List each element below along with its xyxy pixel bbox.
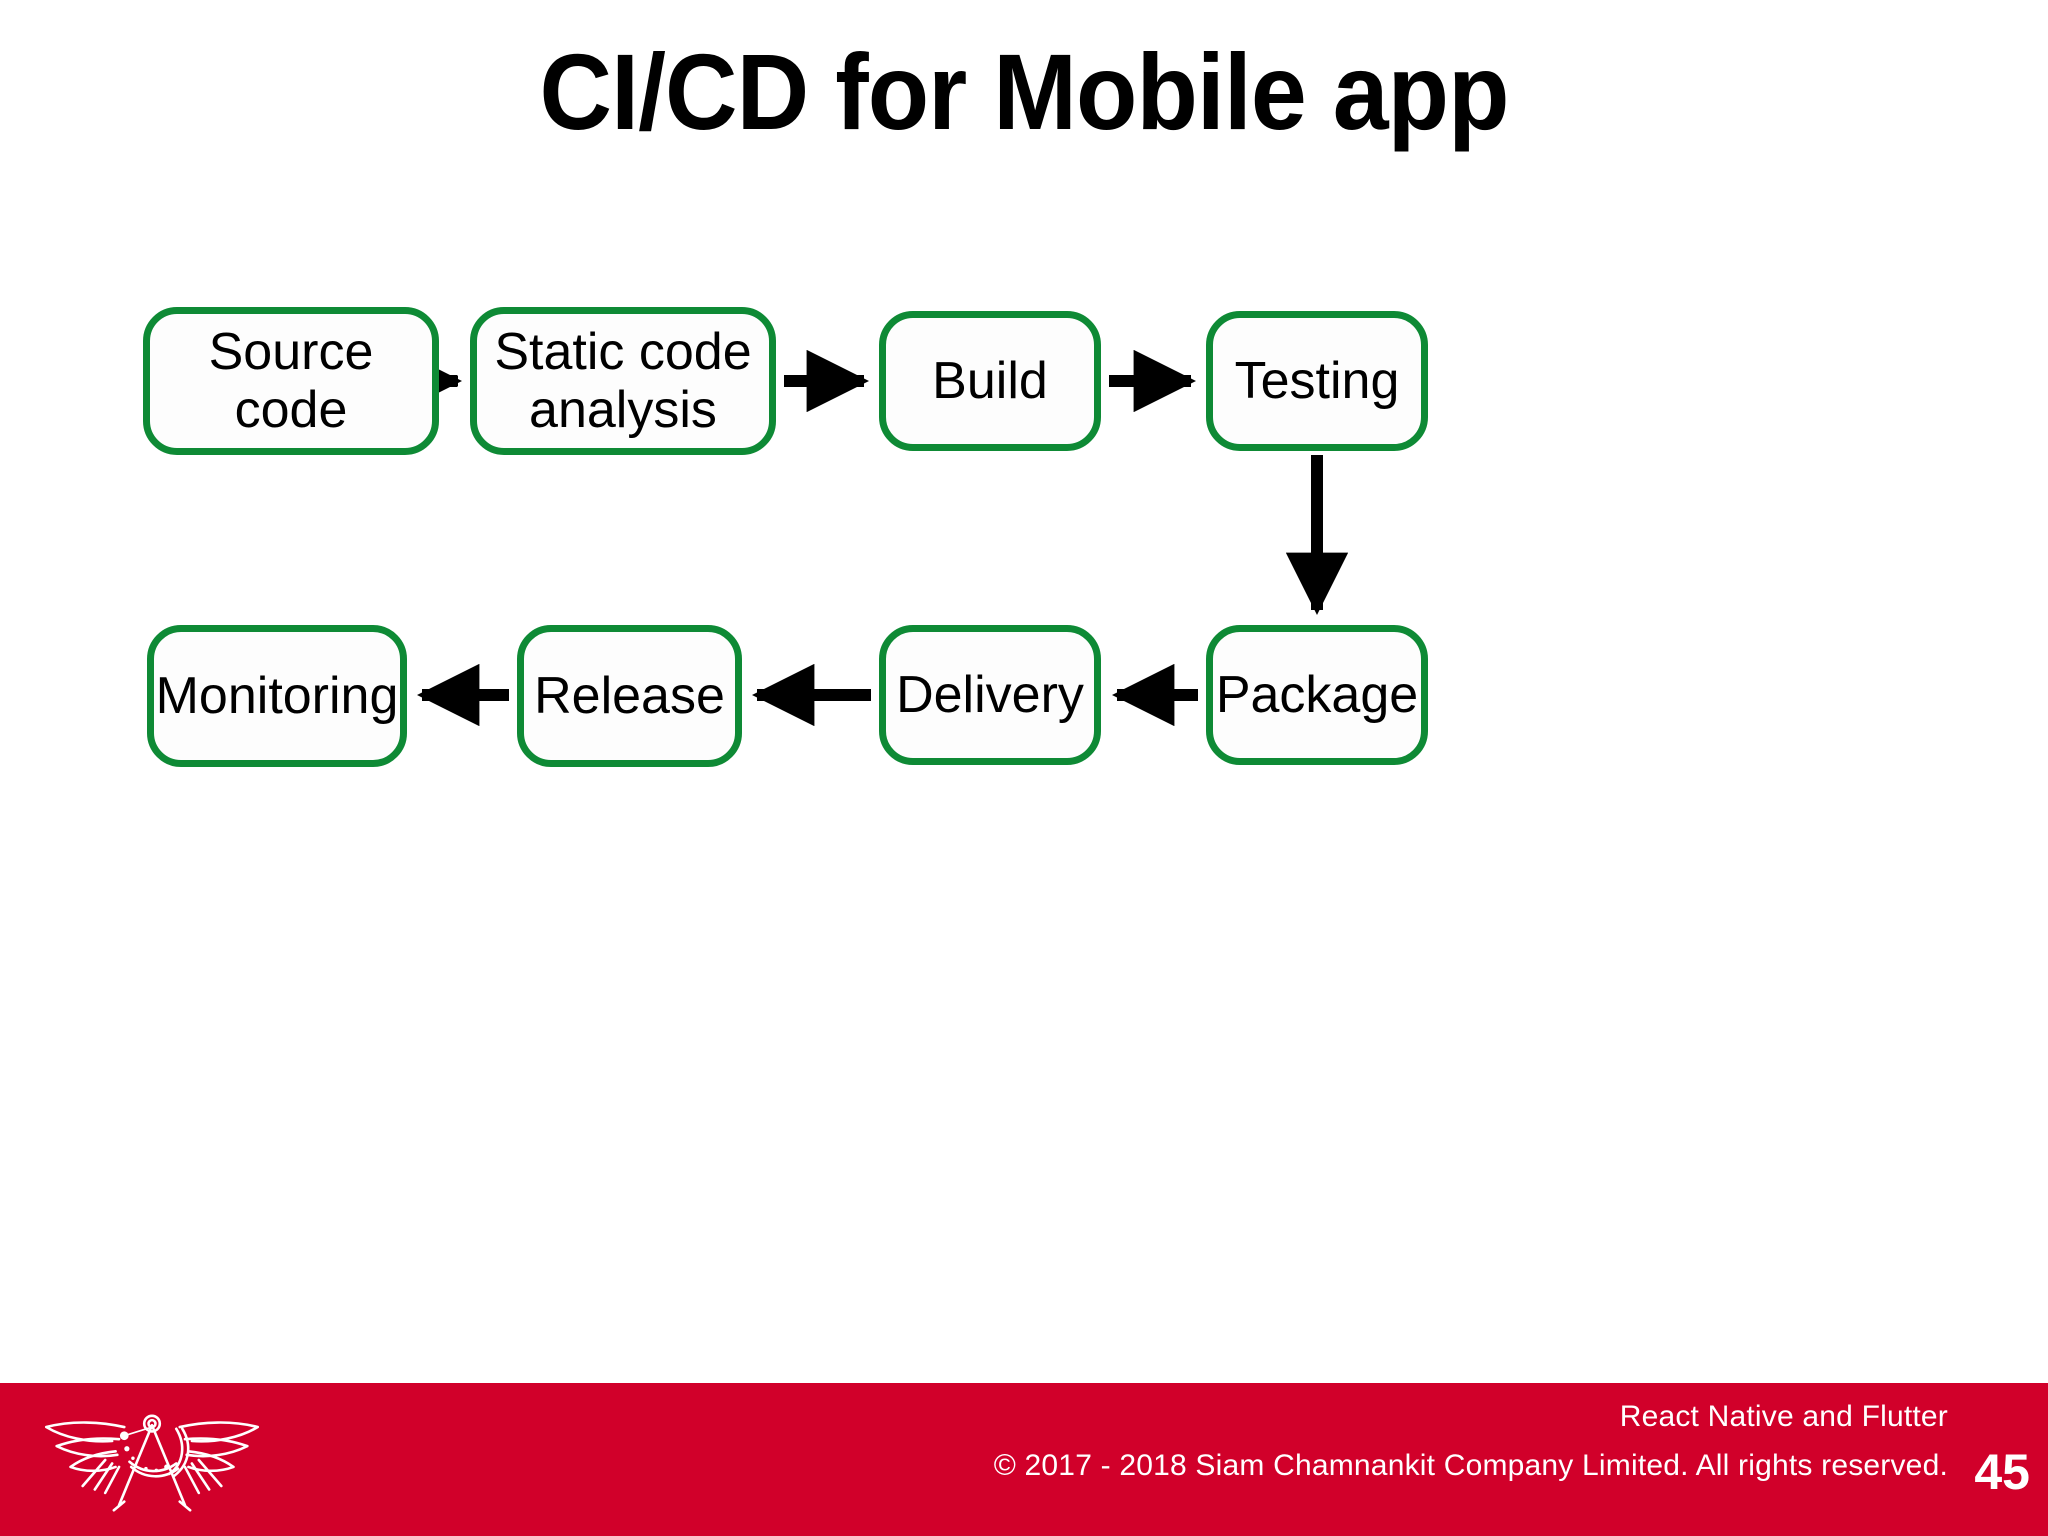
winged-compass-logo	[44, 1414, 260, 1512]
flow-node-label: Release	[534, 666, 725, 725]
flow-node-release[interactable]: Release	[517, 625, 742, 767]
footer-text-block: React Native and Flutter © 2017 - 2018 S…	[994, 1397, 1948, 1486]
flow-node-label: Monitoring	[155, 666, 399, 725]
flow-node-build[interactable]: Build	[879, 311, 1101, 451]
flow-node-testing[interactable]: Testing	[1206, 311, 1428, 451]
footer-subject: React Native and Flutter	[1619, 1400, 1948, 1433]
flow-node-package[interactable]: Package	[1206, 625, 1428, 765]
slide-footer: React Native and Flutter © 2017 - 2018 S…	[0, 1383, 2048, 1536]
flow-node-label: Source code	[208, 322, 374, 439]
flow-node-delivery[interactable]: Delivery	[879, 625, 1101, 765]
flow-node-label: Package	[1215, 665, 1419, 724]
flow-node-label: Delivery	[896, 665, 1084, 724]
flow-node-monitoring[interactable]: Monitoring	[147, 625, 407, 767]
flow-node-label: Build	[932, 351, 1048, 410]
flow-node-static-code-analysis[interactable]: Static code analysis	[470, 307, 776, 455]
flow-node-source-code[interactable]: Source code	[143, 307, 439, 455]
page-title: CI/CD for Mobile app	[539, 31, 1509, 152]
footer-copyright: © 2017 - 2018 Siam Chamnankit Company Li…	[993, 1448, 1948, 1482]
flow-node-label: Testing	[1234, 351, 1400, 410]
cicd-flowchart: Source code Static code analysis Build T…	[143, 307, 1428, 767]
page-number: 45	[1974, 1444, 2030, 1500]
flow-node-label: Static code analysis	[494, 322, 752, 439]
